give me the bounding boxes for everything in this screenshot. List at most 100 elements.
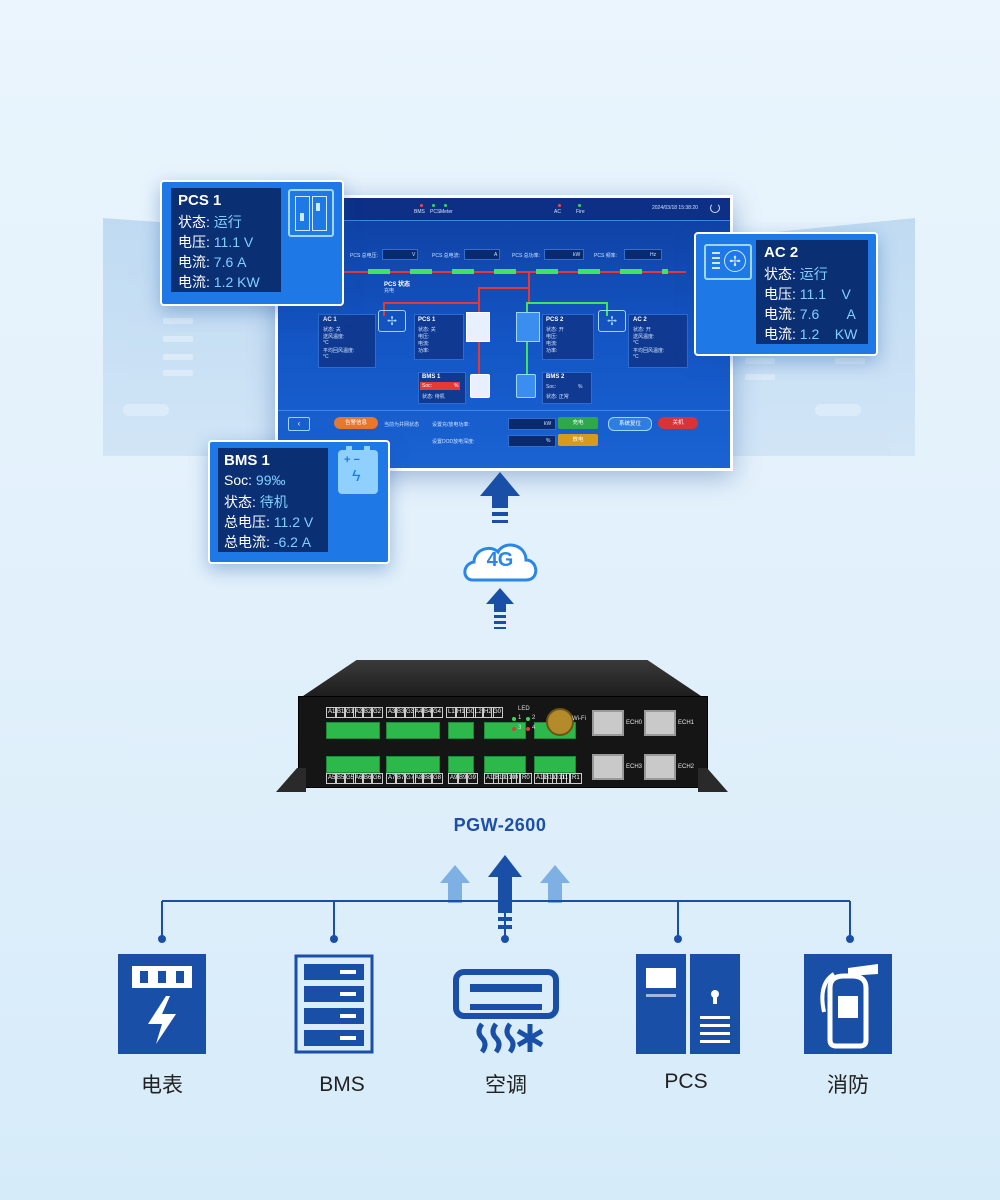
pcs1-line: 电压: <box>418 334 430 340</box>
set-power-unit: kW <box>544 421 552 427</box>
back-button[interactable]: ‹ <box>288 417 310 431</box>
pcs1-line: 电流: <box>418 341 430 347</box>
status-light-fire: Fire <box>576 209 585 215</box>
pcs2-cabinet-icon <box>516 312 540 342</box>
bms1-info-row: 总电流: -6.2 A <box>224 534 312 550</box>
device-label-meter: 电表 <box>141 1074 183 1097</box>
device-mount-right <box>698 768 728 792</box>
bms-icon <box>294 954 374 1054</box>
bms1-info-text-area <box>218 448 328 552</box>
ac2-info-text-area <box>756 240 868 344</box>
pcs-voltage-field <box>382 249 418 260</box>
pcs1-info-row: 电流: 7.6 A <box>178 254 247 270</box>
terminal-block[interactable] <box>386 722 440 739</box>
led-label: LED <box>518 706 530 712</box>
ac2-info-card: ✢ AC 2 状态: 运行 电压: 11.1 V 电流: 7.6 A 电流: 1… <box>694 232 878 356</box>
wifi-label: Wi-Fi <box>572 716 586 722</box>
discharge-button[interactable]: 放电 <box>558 434 598 446</box>
set-power-field[interactable] <box>508 418 556 430</box>
bms1-state: 状态: 待机 <box>422 394 445 400</box>
ethernet-port-ech2[interactable] <box>644 754 676 780</box>
arrow-up-icon <box>480 472 520 523</box>
terminal-block[interactable] <box>386 756 440 773</box>
pcs-cabinet-icon <box>288 189 334 237</box>
bms2-soc: Soc: <box>546 384 557 390</box>
ac1-line: °C <box>323 354 329 360</box>
pcs2-line: 电流: <box>546 341 558 347</box>
ac2-panel <box>628 314 688 368</box>
device-label-pcs: PCS <box>664 1070 708 1093</box>
ethernet-port-ech3[interactable] <box>592 754 624 780</box>
pcs1-line: 功率: <box>418 348 430 354</box>
uplink-diagram <box>463 472 538 629</box>
pcs-cabinet-icon <box>636 954 740 1054</box>
ech3-label: ECH3 <box>626 764 643 770</box>
ac1-line: 状态: 关 <box>323 327 341 333</box>
pcs1-cabinet-icon <box>466 312 490 342</box>
fan-icon: ✢ <box>704 244 752 280</box>
grid-mode-label: 当前为并网状态 <box>384 422 420 428</box>
terminal-block[interactable] <box>534 756 576 773</box>
status-dots <box>278 198 730 208</box>
status-light-meter: Meter <box>440 209 453 215</box>
terminal-block[interactable] <box>484 722 526 739</box>
terminal-block[interactable] <box>326 722 380 739</box>
pcs-power-field <box>544 249 584 260</box>
pcs1-info-row: 电流: 1.2 KW <box>178 274 260 290</box>
pcs-frequency-unit: Hz <box>650 252 657 258</box>
arrow-up-icon <box>440 865 570 903</box>
alarm-button[interactable]: 告警信息 <box>334 417 378 429</box>
ac1-line: °C <box>323 340 329 346</box>
pcs-status-value: 充电 <box>384 288 395 294</box>
device-label-fire-protection: 消防 <box>827 1074 869 1097</box>
fire-extinguisher-icon <box>804 954 892 1054</box>
pcs1-info-text-area <box>171 188 281 292</box>
ethernet-port-ech0[interactable] <box>592 710 624 736</box>
bms1-title: BMS 1 <box>422 374 441 380</box>
terminal-block[interactable] <box>448 722 474 739</box>
ac2-line: °C <box>633 340 639 346</box>
pcs-current-unit: A <box>494 252 498 258</box>
ech1-label: ECH1 <box>678 720 695 726</box>
ac2-info-row: 电压: 11.1 V <box>764 286 851 302</box>
bms2-battery-icon <box>516 374 536 398</box>
refresh-icon[interactable] <box>710 203 720 213</box>
terminal-block[interactable] <box>484 756 526 773</box>
terminal-block[interactable] <box>448 756 474 773</box>
pcs-frequency-field <box>624 249 662 260</box>
set-dod-field[interactable] <box>508 435 556 447</box>
pgw-device: A1 B1 G1 A2 B2 G2 A3 B3 G3 A4 B4 G4 L1 H… <box>276 660 728 800</box>
connection-tree <box>158 855 854 943</box>
wifi-antenna-connector[interactable] <box>546 708 574 736</box>
ac2-line: 状态: 开 <box>633 327 651 333</box>
ac2-info-row: 状态: 运行 <box>764 266 828 282</box>
device-label-bms: BMS <box>319 1073 365 1096</box>
ac1-line: 送风温度: <box>323 334 345 340</box>
pcs-voltage-unit: V <box>412 252 416 258</box>
ac2-line: 送风温度: <box>633 334 655 340</box>
terminal-block[interactable] <box>326 756 380 773</box>
set-power-label: 设置充/放电功率: <box>432 422 470 428</box>
device-top-cover <box>300 660 704 698</box>
ac2-info-title: AC 2 <box>764 244 799 261</box>
bms1-info-card: BMS 1 Soc: 99‰ 状态: 待机 总电压: 11.2 V 总电流: -… <box>208 440 390 564</box>
charge-button[interactable]: 充电 <box>558 417 598 429</box>
ac1-title: AC 1 <box>323 317 337 323</box>
dashboard-screen: BMS PCS Meter AC Fire 2024/03/18 15:38:2… <box>275 195 733 471</box>
ac2-info-row: 电流: 7.6 A <box>764 306 856 322</box>
pcs-frequency-label: PCS 频率: <box>594 253 618 259</box>
bms1-info-title: BMS 1 <box>224 452 270 469</box>
pcs1-title: PCS 1 <box>418 317 436 323</box>
ac1-line: 平均回风温度: <box>323 348 355 354</box>
tree-line-red <box>478 287 528 289</box>
ac2-title: AC 2 <box>633 317 647 323</box>
bms1-soc: Soc: <box>422 383 433 389</box>
ethernet-port-ech1[interactable] <box>644 710 676 736</box>
system-reset-button[interactable]: 系统复位 <box>608 417 652 431</box>
pcs-current-field <box>464 249 500 260</box>
arrow-up-icon <box>486 588 514 629</box>
ac2-fan-icon: ✢ <box>598 310 626 332</box>
control-separator <box>278 410 730 411</box>
shutdown-button[interactable]: 关机 <box>658 417 698 429</box>
ac2-line: 平均回风温度: <box>633 348 665 354</box>
